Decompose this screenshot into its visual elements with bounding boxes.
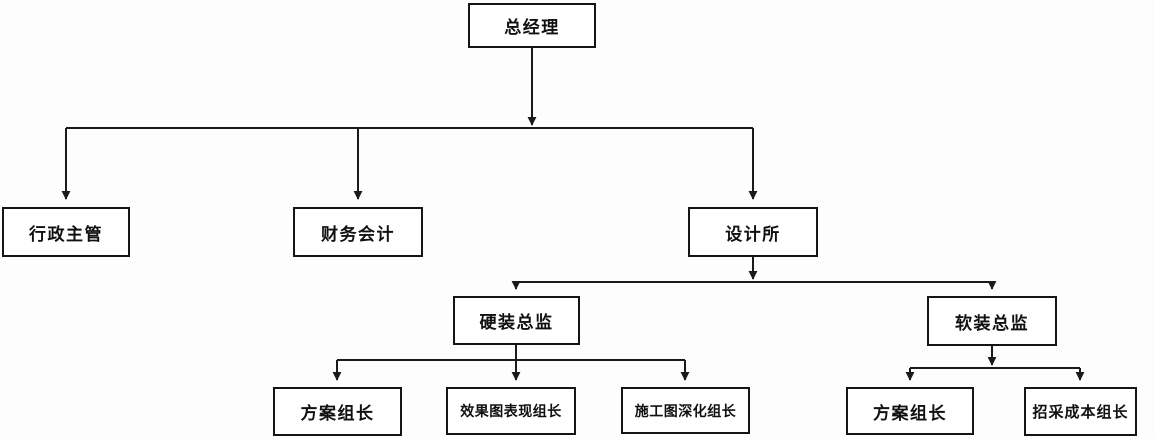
connector-general-manager-children — [61, 48, 758, 200]
node-hard-scheme-team-leader: 方案组长 — [273, 387, 402, 436]
node-rendering-team-leader: 效果图表现组长 — [446, 387, 576, 435]
connector-soft-director-children — [905, 346, 1085, 381]
node-admin-supervisor: 行政主管 — [2, 207, 130, 257]
node-soft-scheme-team-leader: 方案组长 — [846, 387, 974, 435]
node-construction-drawing-team-leader: 施工图深化组长 — [621, 387, 750, 434]
node-hard-decoration-director: 硬装总监 — [453, 296, 580, 345]
node-soft-decoration-director: 软装总监 — [927, 296, 1057, 346]
node-design-institute: 设计所 — [688, 207, 818, 257]
connector-hard-director-children — [332, 345, 690, 381]
connector-design-institute-children — [511, 257, 997, 290]
node-finance-accountant: 财务会计 — [293, 207, 423, 257]
node-general-manager: 总经理 — [468, 3, 596, 48]
node-procurement-cost-team-leader: 招采成本组长 — [1024, 387, 1137, 436]
